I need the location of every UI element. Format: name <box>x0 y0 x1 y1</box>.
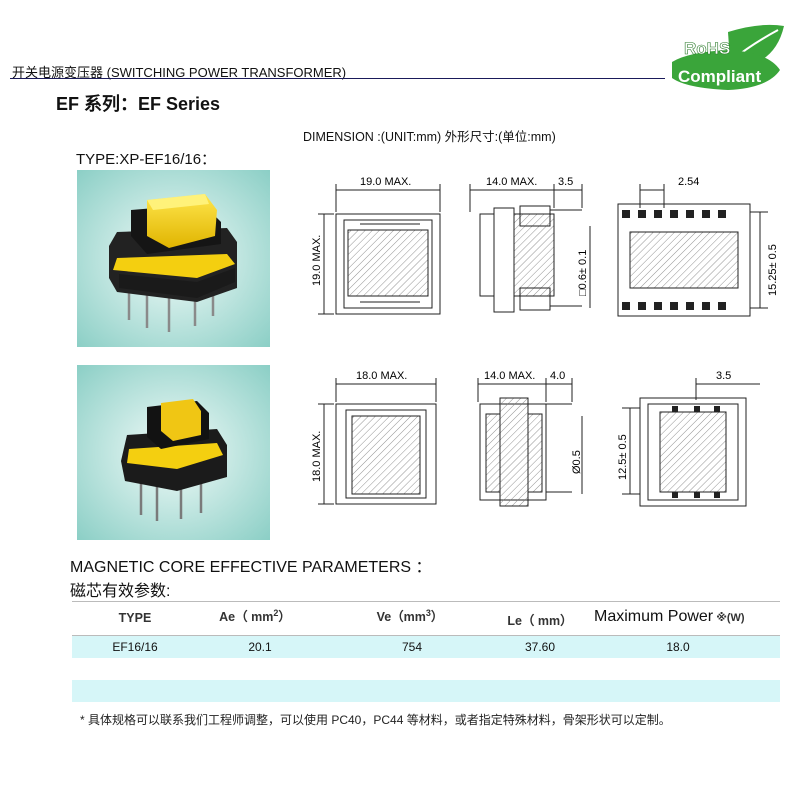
cell-type: EF16/16 <box>112 640 158 654</box>
d2-pin-dia: Ø0.5 <box>571 450 583 474</box>
d2-pitch: 3.5 <box>716 370 731 382</box>
col-header-ae: Ae（ mm2） <box>219 607 291 624</box>
rohs-logo: RoHS Compliant <box>672 24 784 90</box>
cell-ve: 754 <box>401 640 423 654</box>
d2-row-span: 12.5± 0.5 <box>617 434 629 480</box>
header-divider <box>10 78 665 79</box>
footnote: * 具体规格可以联系我们工程师调整，可以使用 PC40，PC44 等材料，或者指… <box>80 713 671 727</box>
d2-pin-length: 4.0 <box>550 370 565 382</box>
d2-front-width: 18.0 MAX. <box>356 370 407 382</box>
col-header-type: TYPE <box>118 611 152 625</box>
d2-side-width: 14.0 MAX. <box>484 370 535 382</box>
table-header-rule <box>72 635 780 636</box>
table-top-rule <box>72 601 780 602</box>
series-title: EF 系列：EF Series <box>56 94 221 114</box>
col-header-power: Maximum Power ※(W) <box>594 608 745 625</box>
d1-side-width: 14.0 MAX. <box>486 176 537 188</box>
cell-ae: 20.1 <box>248 640 272 654</box>
d1-row-span: 15.25± 0.5 <box>767 244 779 296</box>
d2-front-height: 18.0 MAX. <box>311 431 323 482</box>
header-title: 开关电源变压器 (SWITCHING POWER TRANSFORMER) <box>12 65 347 80</box>
d1-pitch: 2.54 <box>678 176 699 188</box>
type-title: TYPE:XP-EF16/16： <box>76 151 217 168</box>
transformer-photo-2 <box>77 365 270 540</box>
table-row: EF16/16 20.1 754 37.60 18.0 <box>72 636 780 658</box>
dimension-drawing-1: 19.0 MAX. 19.0 MAX. 14.0 MAX. 3.5 □0.6± … <box>311 176 779 317</box>
transformer-photo-1 <box>77 170 270 347</box>
d1-pin-length: 3.5 <box>558 176 573 188</box>
rohs-bottom-text: Compliant <box>678 67 761 86</box>
col-header-ve: Ve（mm3） <box>376 607 444 624</box>
dimension-drawing-2: 18.0 MAX. 18.0 MAX. 14.0 MAX. 4.0 Ø0.5 3… <box>311 370 760 507</box>
params-title: MAGNETIC CORE EFFECTIVE PARAMETERS ： <box>70 559 432 576</box>
params-subtitle: 磁芯有效参数: <box>70 583 171 600</box>
d1-front-height: 19.0 MAX. <box>311 235 323 286</box>
rohs-top-text: RoHS <box>684 39 730 58</box>
table-row-empty <box>72 680 780 702</box>
col-header-le: Le（ mm） <box>507 614 573 628</box>
cell-le: 37.60 <box>524 640 556 654</box>
d1-front-width: 19.0 MAX. <box>360 176 411 188</box>
cell-power: 18.0 <box>666 640 690 654</box>
dimension-title: DIMENSION :(UNIT:mm) 外形尺寸:(单位:mm) <box>303 130 556 144</box>
d1-pin-dia: □0.6± 0.1 <box>577 250 589 296</box>
